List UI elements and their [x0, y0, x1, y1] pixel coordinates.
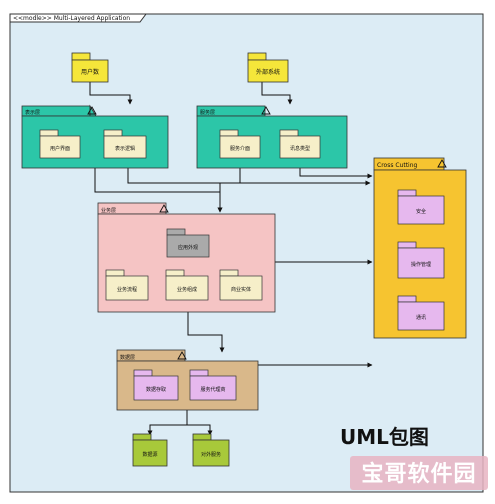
svg-text:对外服务: 对外服务: [201, 451, 221, 458]
svg-text:表示层: 表示层: [25, 109, 40, 116]
svg-text:讯息类型: 讯息类型: [290, 145, 310, 152]
svg-text:服务层: 服务层: [200, 109, 215, 116]
package-security[interactable]: 安全: [397, 189, 445, 225]
triangle-icon: [261, 106, 271, 115]
package-data-access[interactable]: 数据存取: [133, 369, 179, 401]
svg-text:安全: 安全: [416, 208, 426, 215]
svg-text:服务代理商: 服务代理商: [200, 386, 225, 393]
svg-text:用户数: 用户数: [81, 68, 99, 76]
triangle-icon: [437, 159, 447, 168]
package-data-layer[interactable]: 数据层 数据存取 服务代理商: [116, 349, 259, 411]
diagram-label: UML包图: [340, 425, 429, 449]
svg-text:数据源: 数据源: [142, 451, 157, 458]
package-cross-cutting[interactable]: Cross Cutting 安全 操作管理 通讯: [373, 157, 467, 339]
svg-text:表示逻辑: 表示逻辑: [115, 145, 135, 152]
package-operation-management[interactable]: 操作管理: [397, 241, 445, 279]
svg-text:应用外观: 应用外观: [178, 244, 198, 251]
svg-text:宝哥软件园: 宝哥软件园: [361, 461, 476, 487]
svg-text:外部系统: 外部系统: [256, 68, 280, 76]
package-external-service[interactable]: 对外服务: [192, 433, 230, 467]
frame-title: <<modle>> Multi-Layered Application: [13, 15, 130, 22]
svg-text:Cross Cutting: Cross Cutting: [377, 162, 418, 169]
package-presentation-logic[interactable]: 表示逻辑: [103, 129, 147, 159]
svg-text:服务介面: 服务介面: [230, 145, 250, 152]
package-data-source[interactable]: 数据源: [132, 433, 168, 467]
package-business-process[interactable]: 业务流程: [105, 269, 149, 301]
connectors: [89, 80, 373, 436]
svg-text:操作管理: 操作管理: [411, 261, 431, 268]
package-application-facade[interactable]: 应用外观: [166, 228, 210, 258]
package-presentation-layer[interactable]: 表示层 用户界面 表示逻辑: [21, 104, 169, 169]
package-message-type[interactable]: 讯息类型: [279, 129, 321, 159]
package-service-agent[interactable]: 服务代理商: [189, 369, 237, 401]
triangle-icon: [87, 106, 97, 115]
package-business-layer[interactable]: 业务层 应用外观 业务流程 业务组成 商业实体: [97, 202, 276, 313]
svg-text:业务层: 业务层: [101, 207, 116, 214]
triangle-icon: [159, 204, 169, 213]
svg-text:业务流程: 业务流程: [117, 286, 137, 293]
svg-text:数据存取: 数据存取: [146, 386, 166, 393]
package-user[interactable]: 用户数: [71, 52, 109, 83]
svg-text:通讯: 通讯: [416, 314, 426, 321]
svg-text:用户界面: 用户界面: [50, 145, 70, 152]
package-user-interface[interactable]: 用户界面: [39, 129, 81, 159]
model-frame-tab: [9, 13, 147, 23]
package-business-entity[interactable]: 商业实体: [219, 269, 263, 301]
package-external-system[interactable]: 外部系统: [247, 52, 289, 83]
package-service-layer[interactable]: 服务层 服务介面 讯息类型: [196, 105, 348, 169]
triangle-icon: [177, 351, 187, 360]
svg-text:数据层: 数据层: [120, 354, 135, 361]
watermark: 宝哥软件园: [350, 456, 488, 490]
package-business-component[interactable]: 业务组成: [165, 269, 209, 301]
svg-text:业务组成: 业务组成: [177, 286, 197, 293]
package-service-interface[interactable]: 服务介面: [219, 129, 261, 159]
package-communication[interactable]: 通讯: [397, 295, 445, 331]
svg-text:商业实体: 商业实体: [231, 286, 251, 293]
